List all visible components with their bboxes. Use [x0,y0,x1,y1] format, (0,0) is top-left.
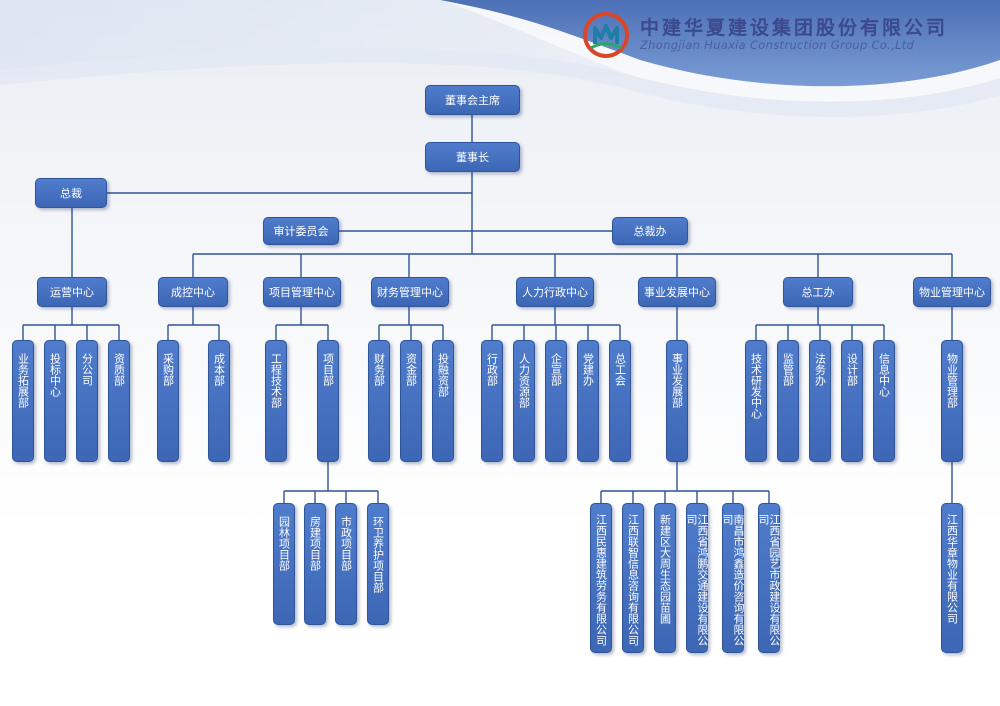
president-box: 总裁 [35,178,107,208]
dept-box-2-0: 工程技术部 [265,340,287,462]
business-sub-box-0: 江西民惠建筑劳务有限公司 [590,503,612,653]
business-sub-box-4: 南昌市鸿鑫造价咨询有限公司 [721,503,745,653]
company-name-en: Zhongjian Huaxia Construction Group Co.,… [640,38,915,52]
dept-box-4-3: 党建办 [577,340,599,462]
dept-box-0-1: 投标中心 [44,340,66,462]
property-sub-box-0: 江西华章物业有限公司 [941,503,963,653]
center-box-0: 运营中心 [37,277,107,307]
business-sub-box-3: 江西省鸿鹏交通建设有限公司 [685,503,709,653]
project-sub-box-2: 市政项目部 [335,503,357,625]
dept-box-0-3: 资质部 [108,340,130,462]
chairman-box: 董事会主席 [425,85,520,115]
dept-box-3-0: 财务部 [368,340,390,462]
dept-box-4-2: 企宣部 [545,340,567,462]
audit-committee-box: 审计委员会 [263,217,339,245]
company-name-cn: 中建华夏建设集团股份有限公司 [640,17,949,39]
dept-box-6-0: 技术研发中心 [745,340,767,462]
center-box-1: 成控中心 [158,277,228,307]
center-box-6: 总工办 [783,277,853,307]
dept-box-2-1: 项目部 [317,340,339,462]
dept-box-7-0: 物业管理部 [941,340,963,462]
dept-box-6-2: 法务办 [809,340,831,462]
dept-box-0-2: 分公司 [76,340,98,462]
dept-box-3-2: 投融资部 [432,340,454,462]
dept-box-4-0: 行政部 [481,340,503,462]
center-box-5: 事业发展中心 [638,277,716,307]
dept-box-6-4: 信息中心 [873,340,895,462]
business-sub-box-2: 新建区大周生态园苗圃 [654,503,676,653]
center-box-4: 人力行政中心 [516,277,594,307]
project-sub-box-1: 房建项目部 [304,503,326,625]
company-logo-icon [583,12,629,58]
dept-box-5-0: 事业发展部 [666,340,688,462]
dept-box-4-1: 人力资源部 [513,340,535,462]
project-sub-box-3: 环卫养护项目部 [367,503,389,625]
project-sub-box-0: 园林项目部 [273,503,295,625]
dept-box-3-1: 资金部 [400,340,422,462]
center-box-7: 物业管理中心 [913,277,991,307]
center-box-3: 财务管理中心 [371,277,449,307]
dept-box-0-0: 业务拓展部 [12,340,34,462]
dept-box-6-3: 设计部 [841,340,863,462]
dept-box-6-1: 监管部 [777,340,799,462]
president-office-box: 总裁办 [612,217,688,245]
ceo-box: 董事长 [425,142,520,172]
dept-box-1-1: 成本部 [208,340,230,462]
business-sub-box-1: 江西联智信息咨询有限公司 [622,503,644,653]
business-sub-box-5: 江西省园艺市政建设有限公司 [757,503,781,653]
center-box-2: 项目管理中心 [263,277,341,307]
dept-box-4-4: 总工会 [609,340,631,462]
dept-box-1-0: 采购部 [157,340,179,462]
